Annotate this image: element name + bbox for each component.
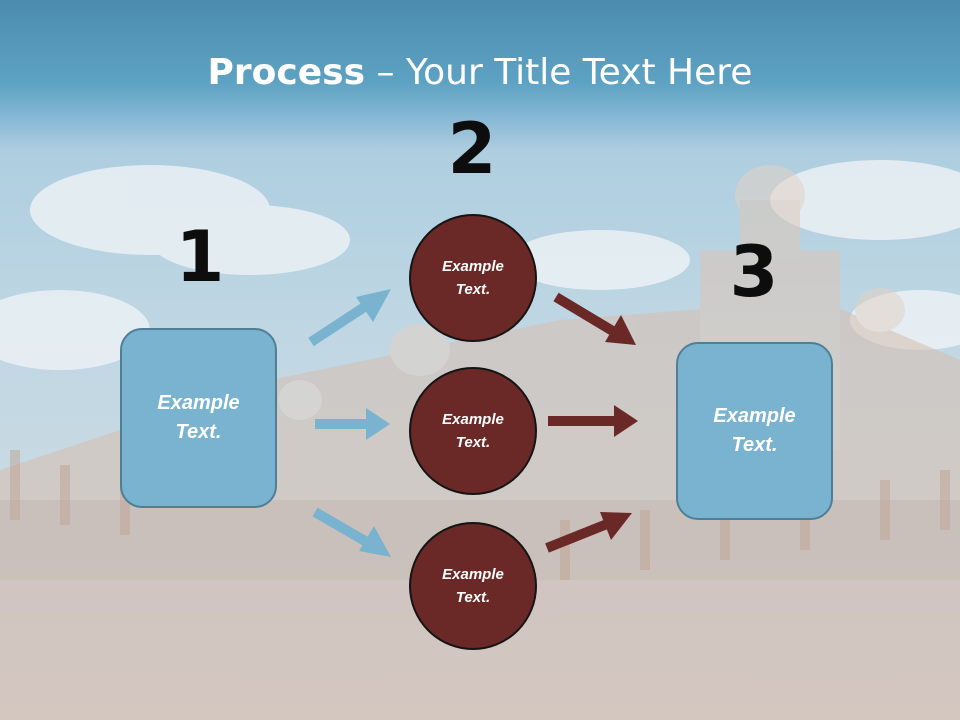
circle-bottom-text: Example Text. (442, 566, 504, 606)
step-number-2: 2 (447, 108, 497, 190)
step-number-1: 1 (175, 216, 225, 298)
arrow-red-middle (548, 405, 638, 437)
circle-top-text: Example Text. (442, 258, 504, 298)
step-number-3: 3 (729, 231, 779, 313)
arrow-blue-middle (315, 408, 390, 440)
left-box: Example Text. (120, 328, 277, 508)
slide-title: Process – Your Title Text Here (0, 52, 960, 93)
circle-middle: Example Text. (409, 367, 537, 495)
left-box-text: Example Text. (157, 392, 240, 443)
right-box: Example Text. (676, 342, 833, 520)
title-band (0, 0, 960, 150)
arrow-red-top (553, 292, 636, 345)
arrow-blue-down (312, 507, 391, 557)
circle-top: Example Text. (409, 214, 537, 342)
circle-middle-text: Example Text. (442, 411, 504, 451)
title-rest: – Your Title Text Here (365, 52, 753, 93)
title-bold: Process (207, 52, 366, 93)
right-box-text: Example Text. (713, 405, 796, 456)
arrow-blue-up (308, 289, 391, 347)
arrow-red-bottom (545, 512, 632, 553)
circle-bottom: Example Text. (409, 522, 537, 650)
